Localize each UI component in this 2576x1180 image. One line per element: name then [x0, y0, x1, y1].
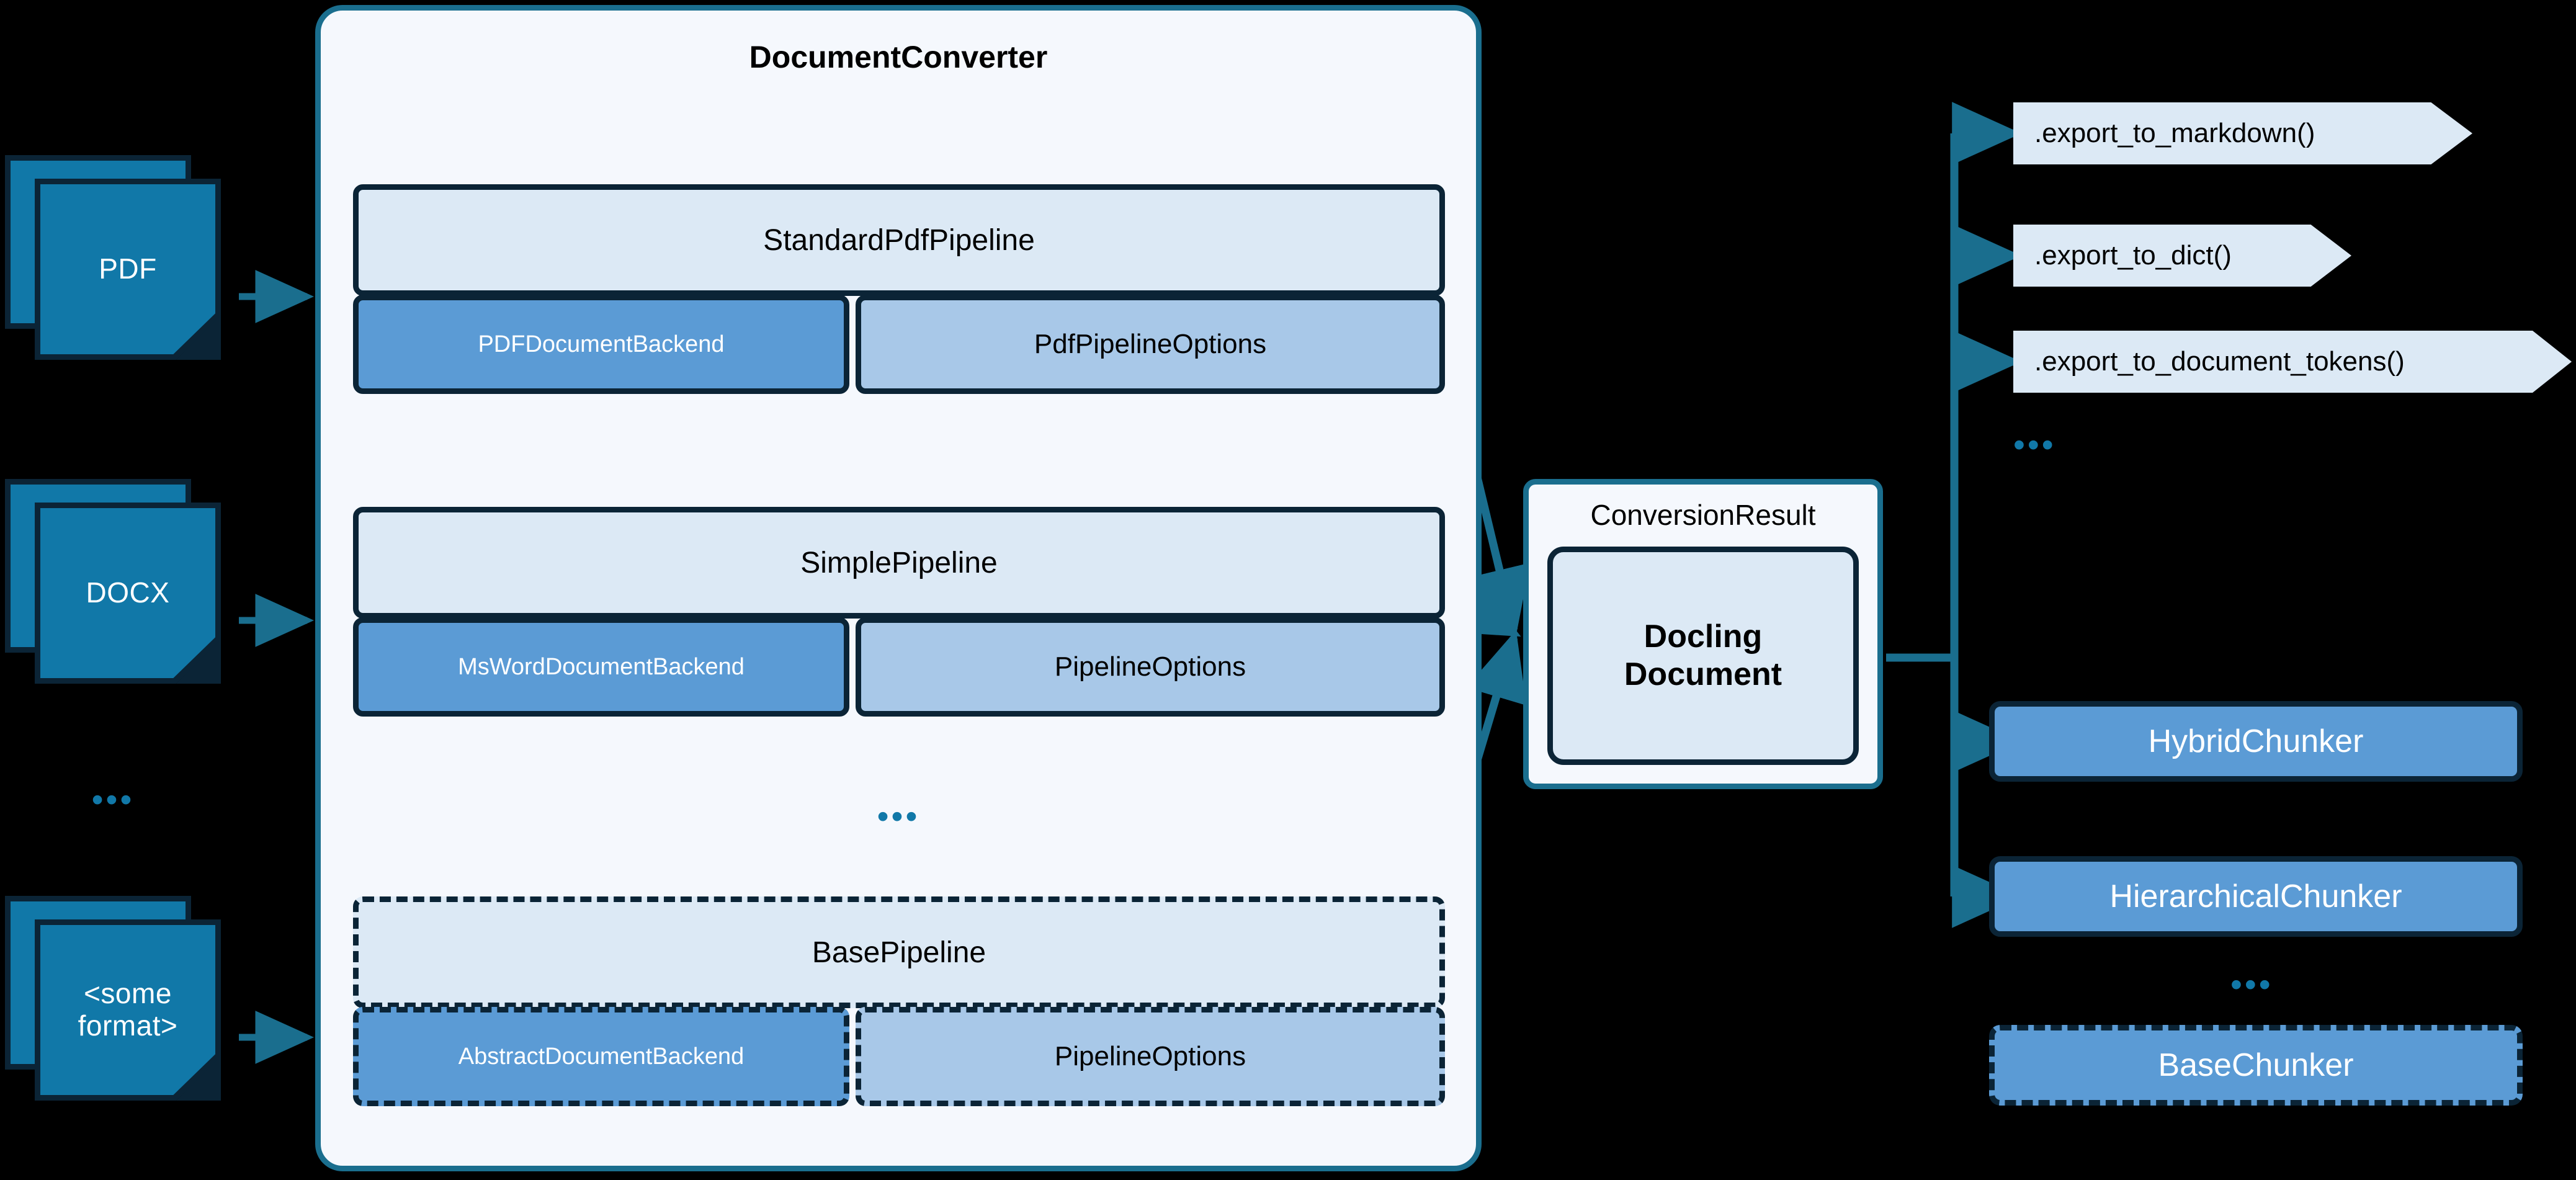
pipeline-group-simple[interactable]: SimplePipeline MsWordDocumentBackend Pip… — [353, 507, 1445, 717]
page-fold-icon — [176, 1056, 221, 1101]
pipeline-group-base[interactable]: BasePipeline AbstractDocumentBackend Pip… — [353, 896, 1445, 1106]
backend-pdf-document[interactable]: PDFDocumentBackend — [353, 295, 849, 394]
page-fold-icon — [176, 639, 221, 684]
docling-document-box[interactable]: Docling Document — [1547, 547, 1859, 765]
pipeline-members: MsWordDocumentBackend PipelineOptions — [353, 617, 1445, 717]
chunkers-ellipsis: ••• — [2230, 966, 2273, 1003]
pipeline-group-standard-pdf[interactable]: StandardPdfPipeline PDFDocumentBackend P… — [353, 184, 1445, 394]
backend-msword-document[interactable]: MsWordDocumentBackend — [353, 617, 849, 717]
input-doc-some-format-label: <some format> — [78, 977, 178, 1042]
pipeline-members: PDFDocumentBackend PdfPipelineOptions — [353, 295, 1445, 394]
pipeline-name-simple: SimplePipeline — [353, 507, 1445, 619]
input-doc-docx-label: DOCX — [86, 576, 170, 609]
pipeline-ellipsis: ••• — [877, 798, 920, 835]
page-fold-icon — [176, 315, 221, 360]
chunker-hybrid[interactable]: HybridChunker — [1989, 701, 2523, 782]
document-converter-panel: DocumentConverter StandardPdfPipeline PD… — [315, 5, 1482, 1171]
input-doc-pdf-label: PDF — [99, 253, 157, 285]
page-title: DocumentConverter — [749, 40, 1048, 74]
options-pdf-pipeline[interactable]: PdfPipelineOptions — [856, 295, 1445, 394]
options-pipeline-simple[interactable]: PipelineOptions — [856, 617, 1445, 717]
pipeline-name-standard-pdf: StandardPdfPipeline — [353, 184, 1445, 296]
export-chip-markdown[interactable]: .export_to_markdown() — [2013, 102, 2472, 164]
export-chip-dict[interactable]: .export_to_dict() — [2013, 225, 2351, 287]
backend-abstract-document[interactable]: AbstractDocumentBackend — [353, 1007, 849, 1106]
pipeline-name-base: BasePipeline — [353, 896, 1445, 1008]
conversion-result-label: ConversionResult — [1590, 499, 1816, 531]
pipeline-members: AbstractDocumentBackend PipelineOptions — [353, 1007, 1445, 1106]
export-chip-document-tokens[interactable]: .export_to_document_tokens() — [2013, 331, 2572, 393]
chunker-base[interactable]: BaseChunker — [1989, 1025, 2523, 1106]
exports-ellipsis: ••• — [2013, 426, 2056, 463]
input-ellipsis: ••• — [91, 781, 135, 818]
conversion-result-panel: ConversionResult Docling Document — [1523, 479, 1883, 789]
chunker-hierarchical[interactable]: HierarchicalChunker — [1989, 856, 2523, 937]
options-pipeline-base[interactable]: PipelineOptions — [856, 1007, 1445, 1106]
